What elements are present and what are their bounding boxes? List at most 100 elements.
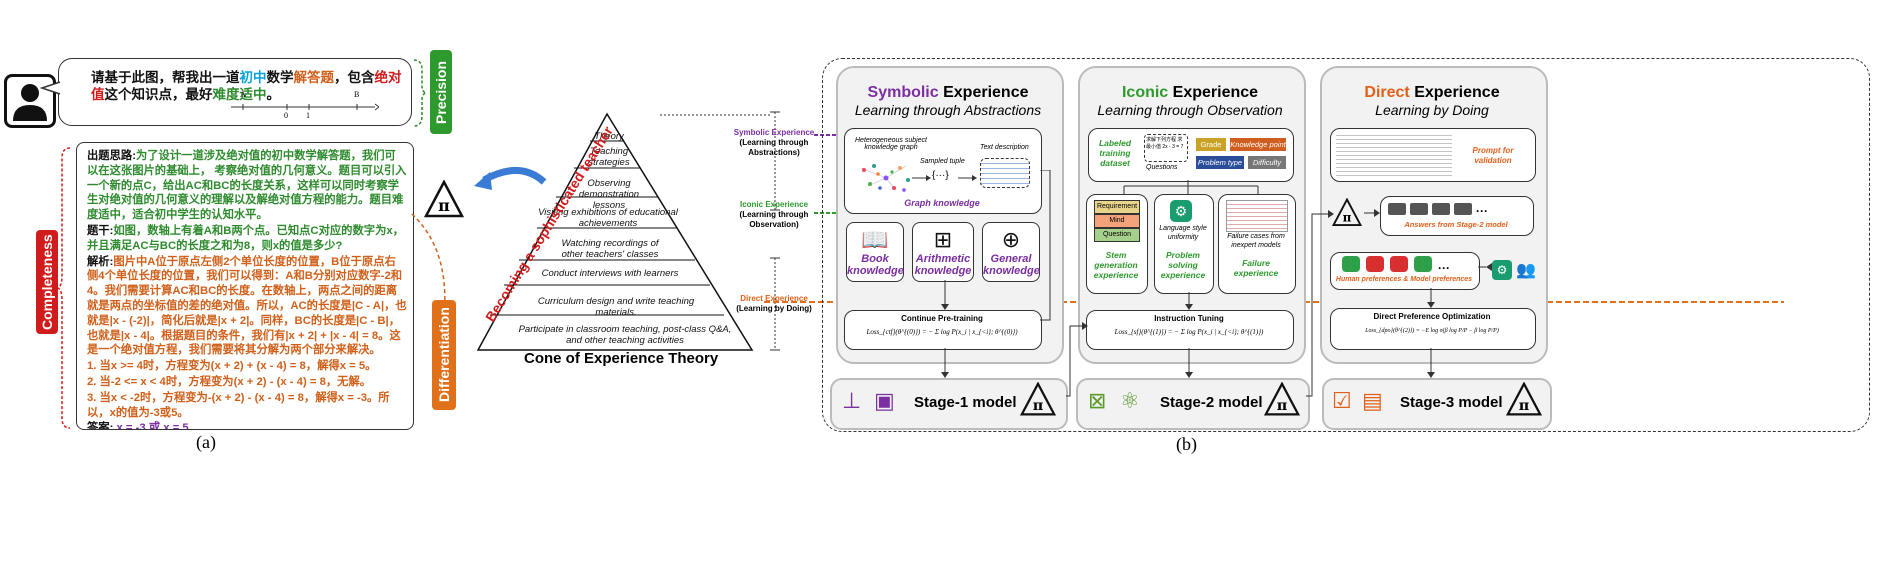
answer-line: 出题思路:为了设计一道涉及绝对值的初中数学解答题，我们可以在这张图片的基础上， … xyxy=(87,149,407,223)
tag-problem-type: Problem type xyxy=(1196,156,1244,169)
pyramid-level: Watching recordings of other teachers' c… xyxy=(561,238,659,260)
iconic-subtitle: Learning through Observation xyxy=(1097,102,1283,118)
answer-line: 1. 当x >= 4时，方程变为(x + 2) + (x - 4) = 8，解得… xyxy=(87,359,407,374)
chatgpt-icon: ⚙ xyxy=(1492,260,1512,280)
pyramid-level: Participate in classroom teaching, post-… xyxy=(518,324,732,346)
iconic-exp-label: Iconic Experience(Learning through Obser… xyxy=(739,200,809,229)
question-text: 请基于此图，帮我出一道初中数学解答题，包含绝对值这个知识点，最好难度适中。 xyxy=(91,69,409,103)
labeled-dataset-box xyxy=(1088,128,1294,182)
pyramid-level: Observing demonstration lessons xyxy=(578,178,640,211)
continue-pretraining-box xyxy=(844,310,1042,350)
ai-icon: ⚙ xyxy=(1170,200,1192,222)
answer-line: 题干:如图，数轴上有着A和B两个点。已知点C对应的数字为x，并且满足AC与BC的… xyxy=(87,224,407,254)
preference-faces: ··· xyxy=(1342,256,1450,277)
svg-text:π: π xyxy=(1343,210,1352,224)
stage3-logo-small-icon: π xyxy=(1332,198,1362,226)
labeled-dataset-label: Labeled training dataset xyxy=(1098,138,1132,168)
caption-b: (b) xyxy=(1176,434,1197,454)
stage3-logo-icon: π xyxy=(1506,382,1542,416)
loss-2: Loss_{sf}(θ^{(1)}) = − Σ log P(x_i | x_{… xyxy=(1114,328,1264,336)
symbolic-title: Symbolic Experience xyxy=(867,84,1029,101)
answer-line-label: 解析: xyxy=(87,255,114,268)
symbolic-exp-label: Symbolic Experience(Learning through Abs… xyxy=(733,128,815,157)
text-desc-bubble xyxy=(980,158,1030,188)
answers-box xyxy=(1380,196,1534,236)
answer-box: 出题思路:为了设计一道涉及绝对值的初中数学解答题，我们可以在这张图片的基础上， … xyxy=(76,142,414,430)
question-part: 解答题 xyxy=(293,70,335,85)
question-part: 数学 xyxy=(266,70,294,85)
tag-difficulty: Difficulty xyxy=(1248,156,1286,169)
symbolic-subtitle: Learning through Abstractions xyxy=(854,102,1042,118)
failure-image xyxy=(1226,200,1288,232)
pyramid-level: Conduct interviews with learners xyxy=(541,268,679,279)
sampled-label: Sampled tuple xyxy=(920,158,965,165)
svg-text:π: π xyxy=(1277,397,1288,414)
answer-line-text: x = -3 或 x = 5 xyxy=(113,422,189,430)
pyramid-level: Curriculum design and write teaching mat… xyxy=(537,296,695,318)
caption-a: (a) xyxy=(196,432,216,452)
textdesc-label: Text description xyxy=(980,144,1029,151)
direct-exp-label: Direct Experience(Learning by Doing) xyxy=(736,294,812,313)
loss-1: Loss_{ctf}(θ^{(0)}) = − Σ log P(x_i | x_… xyxy=(866,328,1018,336)
question-part: 。 xyxy=(266,87,281,102)
svg-text:π: π xyxy=(1033,397,1044,414)
prompt-doc xyxy=(1336,132,1452,176)
answer-chips: ··· xyxy=(1388,202,1488,220)
tag-grade: Grade xyxy=(1196,138,1226,151)
style-uniformity-label: Language style uniformity xyxy=(1159,225,1207,241)
question-snippet: 求解下列方程 求最小值 2x - 3 = 7 xyxy=(1144,134,1188,162)
point-a: A xyxy=(240,90,246,99)
formula-icon: ⊠ xyxy=(1088,388,1107,413)
svg-text:π: π xyxy=(438,196,450,215)
problem-solving-box xyxy=(1154,194,1214,294)
precision-tag: Precision xyxy=(430,50,452,134)
problem-solving-label: Problem solving experience xyxy=(1160,250,1206,280)
graph-title: Heterogeneous subject knowledge graph xyxy=(855,137,927,151)
answer-line-text: 为了设计一道涉及绝对值的初中数学解答题，我们可以在这张图片的基础上， 考察绝对值… xyxy=(87,150,407,222)
direct-title: Direct Experience xyxy=(1364,84,1500,101)
graph-icon xyxy=(860,164,910,192)
question-bubble: 请基于此图，帮我出一道初中数学解答题，包含绝对值这个知识点，最好难度适中。 A … xyxy=(58,58,412,126)
answer-line: 答案: x = -3 或 x = 5 xyxy=(87,421,407,430)
answer-line-text: 1. 当x >= 4时，方程变为(x + 2) + (x - 4) = 8，解得… xyxy=(87,360,377,373)
stem-question: Question xyxy=(1094,228,1140,242)
pyramid-shape xyxy=(476,112,754,351)
iconic-title: Iconic Experience xyxy=(1121,84,1259,101)
answer-lines: 出题思路:为了设计一道涉及绝对值的初中数学解答题，我们可以在这张图片的基础上， … xyxy=(87,149,407,430)
completeness-tag: Completeness xyxy=(36,230,58,334)
number-line: A 0 1 B xyxy=(229,90,380,121)
hierarchy-icon: ⊥ xyxy=(842,388,862,413)
framework-border xyxy=(822,58,1870,432)
instruction-tuning-label: Instruction Tuning xyxy=(1154,314,1224,323)
question-part: 绝对值 xyxy=(91,70,402,102)
stem-mind: Mind xyxy=(1094,214,1140,228)
loss-3: Loss_{dpo}(θ^{(2)}) = −E log σ(β log P/P… xyxy=(1365,328,1499,334)
stage-1-label: Stage-1 model xyxy=(914,394,1017,411)
failure-cases-label: Failure cases from inexpert models xyxy=(1227,233,1285,249)
question-part: 这个知识点，最好 xyxy=(104,87,213,102)
pyramid-level: Visiting exhibitions of educational achi… xyxy=(538,207,678,229)
pyramid-level: Theory xyxy=(594,131,624,142)
answer-ellipsis: ··· xyxy=(1476,204,1488,218)
preferences-label: Human preferences & Model preferences xyxy=(1335,276,1473,283)
globe-icon: ⊕ xyxy=(1001,227,1021,252)
model-logo-icon: π xyxy=(423,179,465,220)
question-part: 难度适中 xyxy=(212,87,267,102)
answers-label: Answers from Stage-2 model xyxy=(1404,220,1508,229)
tuple-label: {···} xyxy=(932,170,949,181)
tick-one: 1 xyxy=(306,111,310,120)
stage1-logo-icon: π xyxy=(1020,382,1056,416)
atom-icon: ⚛ xyxy=(1120,388,1140,413)
answer-line-text: 图片中A位于原点左侧2个单位长度的位置，B位于原点右侧4个单位长度的位置，我们可… xyxy=(87,255,407,357)
continue-pretraining-label: Continue Pre-training xyxy=(901,314,983,323)
answer-line-label: 答案: xyxy=(87,422,114,430)
answer-line-label: 题干: xyxy=(87,224,114,237)
stage2-logo-icon: π xyxy=(1264,382,1300,416)
answer-line-text: 3. 当x < -2时，方程变为-(x + 2) - (x - 4) = 8，解… xyxy=(87,391,390,419)
pref-ellipsis: ··· xyxy=(1438,261,1450,275)
dpo-box xyxy=(1330,308,1536,350)
answer-line: 解析:图片中A位于原点左侧2个单位长度的位置，B位于原点右侧4个单位长度的位置，… xyxy=(87,255,407,359)
graph-knowledge-label: Graph knowledge xyxy=(904,198,980,208)
dpo-label: Direct Preference Optimization xyxy=(1373,312,1491,321)
instruction-tuning-box xyxy=(1086,310,1294,350)
